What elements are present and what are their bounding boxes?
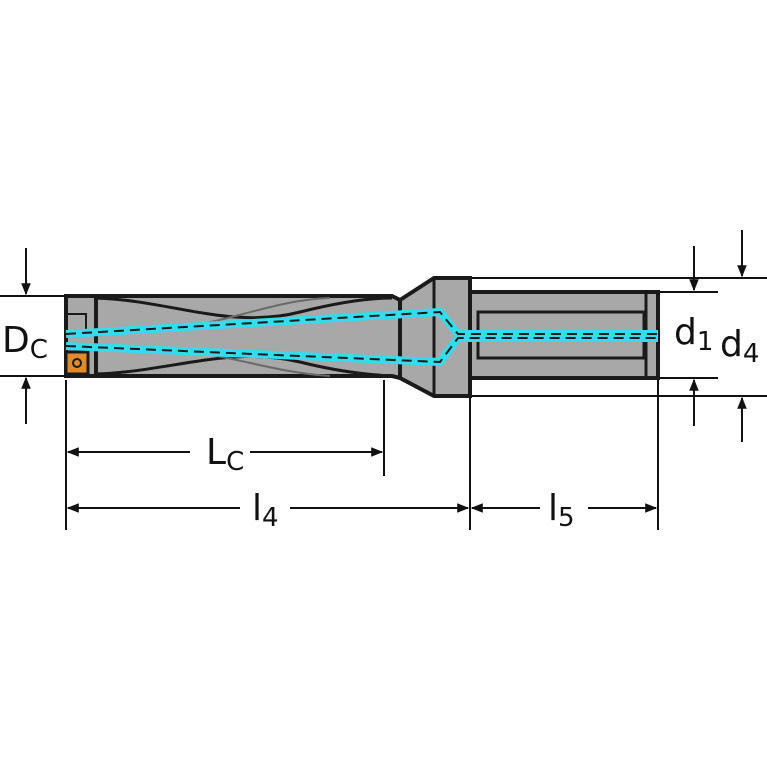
label-d4: d4	[720, 324, 759, 369]
label-l4: l4	[252, 488, 279, 533]
label-dc: DC	[2, 320, 48, 365]
label-l5: l5	[548, 488, 575, 533]
flute-section	[64, 294, 402, 381]
flute-helix-1	[94, 296, 393, 320]
coolant-dash-lower	[65, 337, 658, 364]
coolant-dash-upper	[65, 310, 658, 335]
square-insert-icon	[64, 313, 90, 376]
dimension-arrows	[21, 230, 747, 513]
coolant-channels	[65, 307, 658, 367]
label-d1: d1	[674, 312, 713, 357]
label-lc: LC	[206, 432, 244, 477]
extension-lines	[0, 277, 767, 530]
